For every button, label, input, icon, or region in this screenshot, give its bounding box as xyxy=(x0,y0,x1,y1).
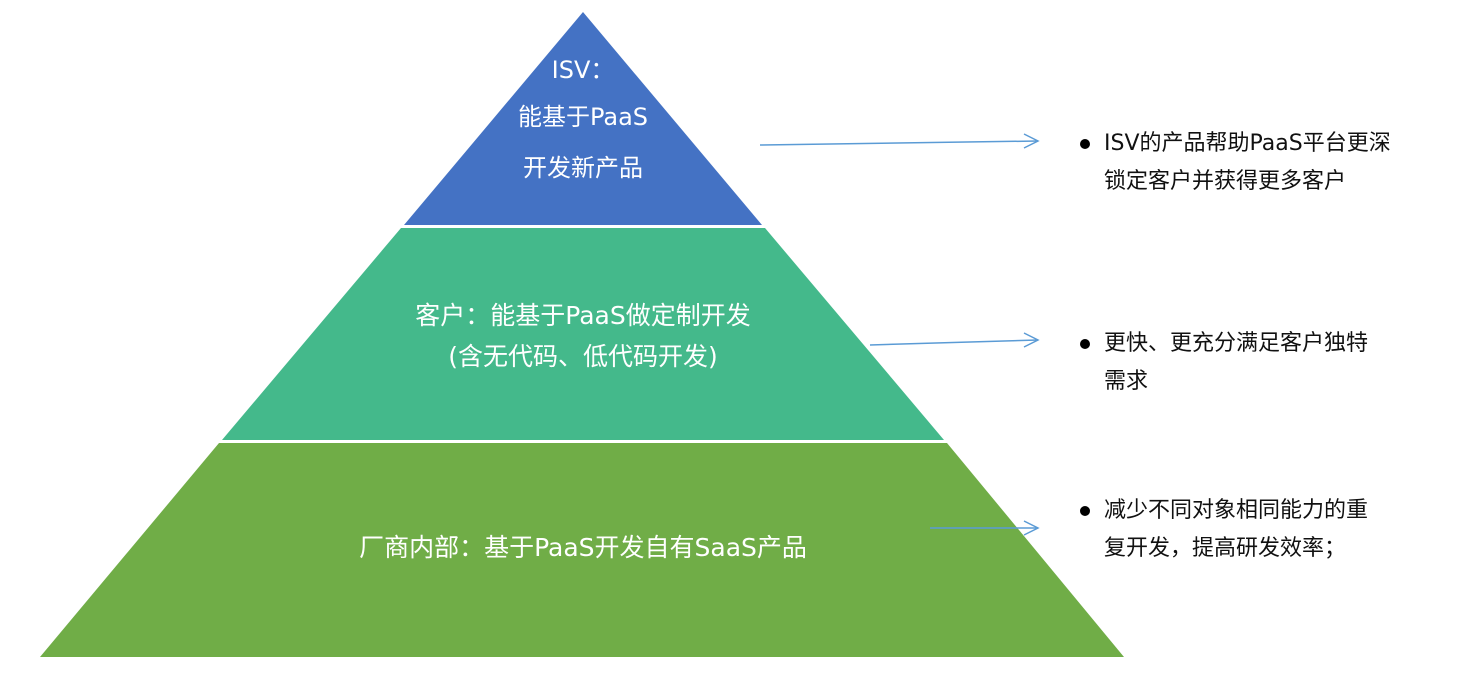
note-isv: ISV的产品帮助PaaS平台更深 锁定客户并获得更多客户 xyxy=(1080,125,1480,201)
arrow-bottom xyxy=(930,520,1040,536)
note-vendor: 减少不同对象相同能力的重 复开发，提高研发效率； xyxy=(1080,492,1480,568)
bullet-icon xyxy=(1080,506,1090,516)
bullet-icon xyxy=(1080,139,1090,149)
note-text: ISV的产品帮助PaaS平台更深 锁定客户并获得更多客户 xyxy=(1104,131,1391,194)
pyramid-tier-middle xyxy=(222,228,944,440)
note-text: 减少不同对象相同能力的重 复开发，提高研发效率； xyxy=(1104,498,1369,561)
bullet-icon xyxy=(1080,339,1090,349)
note-text: 更快、更充分满足客户独特 需求 xyxy=(1104,331,1369,394)
pyramid-tier-bottom xyxy=(40,443,1124,657)
bottom-tier-line-1: 厂商内部：基于PaaS开发自有SaaS产品 xyxy=(359,533,807,562)
note-customer: 更快、更充分满足客户独特 需求 xyxy=(1080,325,1480,401)
arrow-top xyxy=(759,133,1040,149)
top-tier-line-3: 开发新产品 xyxy=(523,154,643,182)
middle-tier-line-2: (含无代码、低代码开发) xyxy=(448,342,718,371)
pyramid-tier-top xyxy=(404,12,762,225)
top-tier-line-2: 能基于PaaS xyxy=(517,103,649,131)
arrow-middle xyxy=(869,332,1040,348)
top-tier-line-1: ISV： xyxy=(551,56,615,84)
middle-tier-line-1: 客户：能基于PaaS做定制开发 xyxy=(415,301,751,330)
